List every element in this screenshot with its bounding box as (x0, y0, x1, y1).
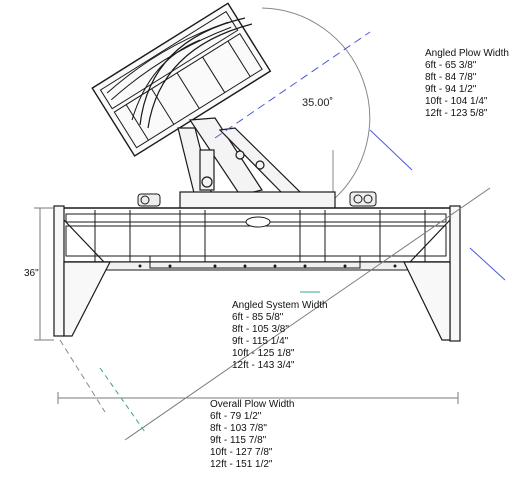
axis-line-blue-right (369, 129, 413, 171)
overall-width-dimension (57, 392, 459, 404)
angled-plow-width-row: 8ft - 84 7/8" (425, 72, 477, 83)
height-dimension (34, 207, 54, 341)
light-left (137, 193, 161, 207)
construction-line-left (59, 339, 106, 413)
axis-line-blue-top (214, 31, 371, 139)
lower-beam (149, 255, 361, 269)
angled-system-width-row: 10ft - 125 1/8" (232, 348, 295, 359)
overall-plow-width-row: 12ft - 151 1/2" (210, 459, 273, 470)
construction-line-green (99, 367, 146, 433)
hose-2 (147, 23, 253, 129)
overall-plow-width-row: 9ft - 115 7/8" (210, 435, 267, 446)
angled-system-width-row: 12ft - 143 3/4" (232, 360, 295, 371)
angled-plow-width-row: 6ft - 65 3/8" (425, 60, 477, 71)
height-dimension-label: 36" (24, 268, 39, 279)
angled-system-width-row: 6ft - 85 5/8" (232, 312, 284, 323)
angled-plow-width-row: 12ft - 123 5/8" (425, 108, 488, 119)
brand-badge (245, 216, 271, 228)
angled-system-width-title: Angled System Width (232, 300, 328, 311)
angled-system-width-row: 8ft - 105 3/8" (232, 324, 289, 335)
angled-plow-width-title: Angled Plow Width (425, 48, 509, 59)
angled-plow-width-block: Angled Plow Width 6ft - 65 3/8" 8ft - 84… (425, 48, 509, 120)
overall-plow-width-row: 8ft - 103 7/8" (210, 423, 267, 434)
angled-plow-width-row: 10ft - 104 1/4" (425, 96, 488, 107)
linkage-arms (177, 117, 302, 198)
hose-1 (139, 17, 246, 126)
cutting-edge (63, 261, 449, 271)
angled-plow-width-row: 9ft - 94 1/2" (425, 84, 477, 95)
overall-plow-width-row: 6ft - 79 1/2" (210, 411, 262, 422)
overall-plow-width-title: Overall Plow Width (210, 399, 295, 410)
angled-system-dimension (124, 187, 491, 441)
angled-system-width-row: 9ft - 115 1/4" (232, 336, 289, 347)
light-right (349, 191, 377, 207)
hose-3 (131, 39, 201, 121)
angled-system-width-block: Angled System Width 6ft - 85 5/8" 8ft - … (232, 300, 328, 372)
wing-right (403, 205, 461, 342)
wing-left (53, 205, 111, 337)
bolts (98, 264, 397, 268)
angle-arc (261, 7, 371, 201)
axis-line-blue-far-right (469, 247, 506, 281)
moldboard-ribs (94, 210, 426, 262)
angle-label: 35.00˚ (302, 97, 334, 109)
overall-plow-width-block: Overall Plow Width 6ft - 79 1/2" 8ft - 1… (210, 399, 294, 471)
overall-plow-width-row: 10ft - 127 7/8" (210, 447, 273, 458)
